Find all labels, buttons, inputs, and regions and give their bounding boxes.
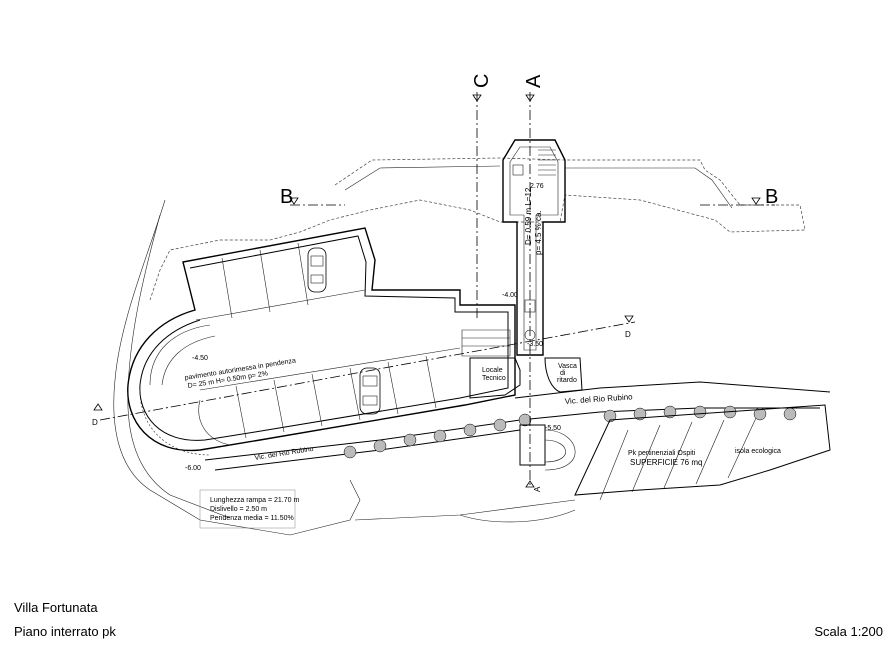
bottom-parking-bays	[199, 347, 461, 439]
top-parking-bays	[195, 242, 366, 321]
section-label-d-right: D	[625, 330, 631, 339]
corridor-label-2: p= 4.5 % ca.	[534, 210, 543, 255]
road-edge-top	[514, 381, 831, 399]
road-label-upper: Vic. del Rio Rubino	[565, 392, 634, 406]
section-label-b-left: B	[280, 186, 293, 208]
section-label-a-bottom: A	[533, 486, 542, 492]
ramp-arcs	[139, 389, 211, 456]
floor-plan-drawing: A C A B B D D Vic. del Rio Rubino Vic. d…	[92, 74, 831, 536]
spiral-stair	[519, 424, 576, 471]
section-label-d-left: D	[92, 418, 98, 427]
tree-row	[343, 405, 797, 459]
level-label-5: -6.00	[185, 465, 201, 472]
section-line-d	[99, 321, 636, 421]
ramp-info-box	[199, 489, 296, 529]
vasca-label-2: di	[560, 370, 566, 377]
road-edge-bottom	[204, 407, 820, 461]
level-label-4: -3.50	[527, 341, 543, 348]
terrain-curve-inner	[127, 214, 231, 519]
car-icon-bottom	[359, 367, 381, 415]
corridor-label-1: D= 0.59 m L=12	[524, 187, 533, 245]
locale-tecnico-label-2: Tecnico	[482, 375, 506, 382]
lower-site-boundary-2	[459, 509, 576, 523]
locale-tecnico-label-1: Locale	[482, 367, 503, 374]
upper-building-outline	[149, 157, 806, 301]
level-label-2: -4.50	[192, 355, 208, 362]
ramp-length-label: Lunghezza rampa = 21.70 m	[210, 497, 299, 504]
project-name: Villa Fortunata	[14, 600, 98, 615]
section-label-b-right: B	[765, 186, 778, 208]
scale-label: Scala 1:200	[814, 624, 883, 639]
locale-tecnico-room	[469, 357, 521, 399]
section-arrows	[93, 94, 761, 488]
vasca-label-3: ritardo	[557, 377, 577, 384]
superficie-label: SUPERFICIE 76 mq	[630, 458, 702, 467]
guest-parking-area	[574, 404, 831, 501]
ramp-slope-label: Pendenza media = 11.50%	[210, 515, 294, 522]
level-label-3: -5.50	[545, 425, 561, 432]
stairs-locale	[461, 329, 511, 357]
floor-name: Piano interrato pk	[14, 624, 116, 639]
isola-ecologica-label: isola ecologica	[735, 448, 781, 455]
guest-parking-label: Pk pertinenziali Ospiti	[628, 450, 696, 457]
section-label-c-top: C	[471, 74, 493, 88]
road-edge-lower	[214, 429, 521, 471]
level-label-1: -4.00	[502, 292, 518, 299]
upper-building-inner	[344, 165, 733, 209]
section-label-a-top: A	[523, 74, 545, 88]
garage-inner-wall	[139, 235, 509, 441]
level-label-top: 2.76	[530, 183, 544, 190]
terrain-curve-outer	[113, 199, 291, 536]
car-icon-top	[307, 247, 327, 293]
ramp-drop-label: Dislivello = 2.50 m	[210, 506, 267, 513]
ramp-curve	[149, 324, 231, 446]
garage-outline	[127, 227, 516, 452]
vasca-label-1: Vasca	[558, 363, 577, 370]
